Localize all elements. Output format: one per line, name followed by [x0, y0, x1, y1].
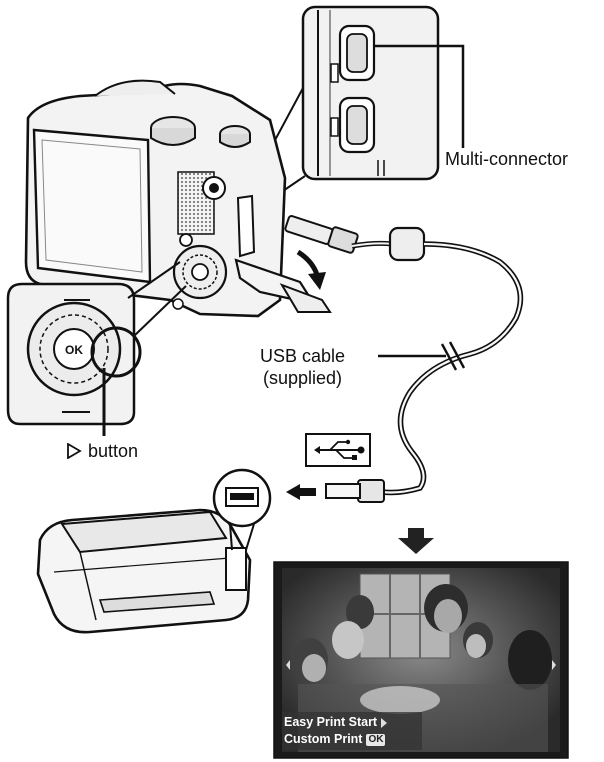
- arrow-down-icon: [398, 528, 434, 554]
- usb-trident-icon: [305, 433, 371, 467]
- usb-cable-label: USB cable (supplied): [260, 345, 345, 389]
- chevron-right-icon: [381, 717, 388, 728]
- ok-button-icon: OK: [366, 733, 386, 746]
- camera: [24, 79, 359, 318]
- multi-connector-label: Multi-connector: [445, 149, 569, 169]
- right-triangle-outline-icon: [67, 442, 82, 460]
- usb-cable: [325, 226, 524, 503]
- menu-item-custom-print[interactable]: Custom Print OK: [284, 731, 387, 748]
- button-label-text: button: [88, 441, 139, 461]
- menu-item-easy-print-start[interactable]: Easy Print Start: [284, 714, 388, 731]
- printer-port-inset: [212, 468, 272, 551]
- usb-cable-label-line2: (supplied): [263, 368, 343, 388]
- camera-screen-preview: [273, 561, 569, 759]
- control-dial-inset: OK: [6, 261, 187, 436]
- print-menu: Easy Print Start Custom Print OK: [284, 714, 388, 748]
- menu-item-easy-print-start-label: Easy Print Start: [284, 715, 378, 729]
- usb-cable-label-line1: USB cable: [260, 346, 346, 366]
- menu-item-custom-print-label: Custom Print: [284, 732, 363, 746]
- multi-connector-inset: [244, 5, 465, 213]
- svg-text:OK: OK: [65, 343, 83, 357]
- printer: [36, 508, 252, 634]
- right-button-label: button: [66, 440, 138, 462]
- arrow-left-icon: [286, 484, 316, 500]
